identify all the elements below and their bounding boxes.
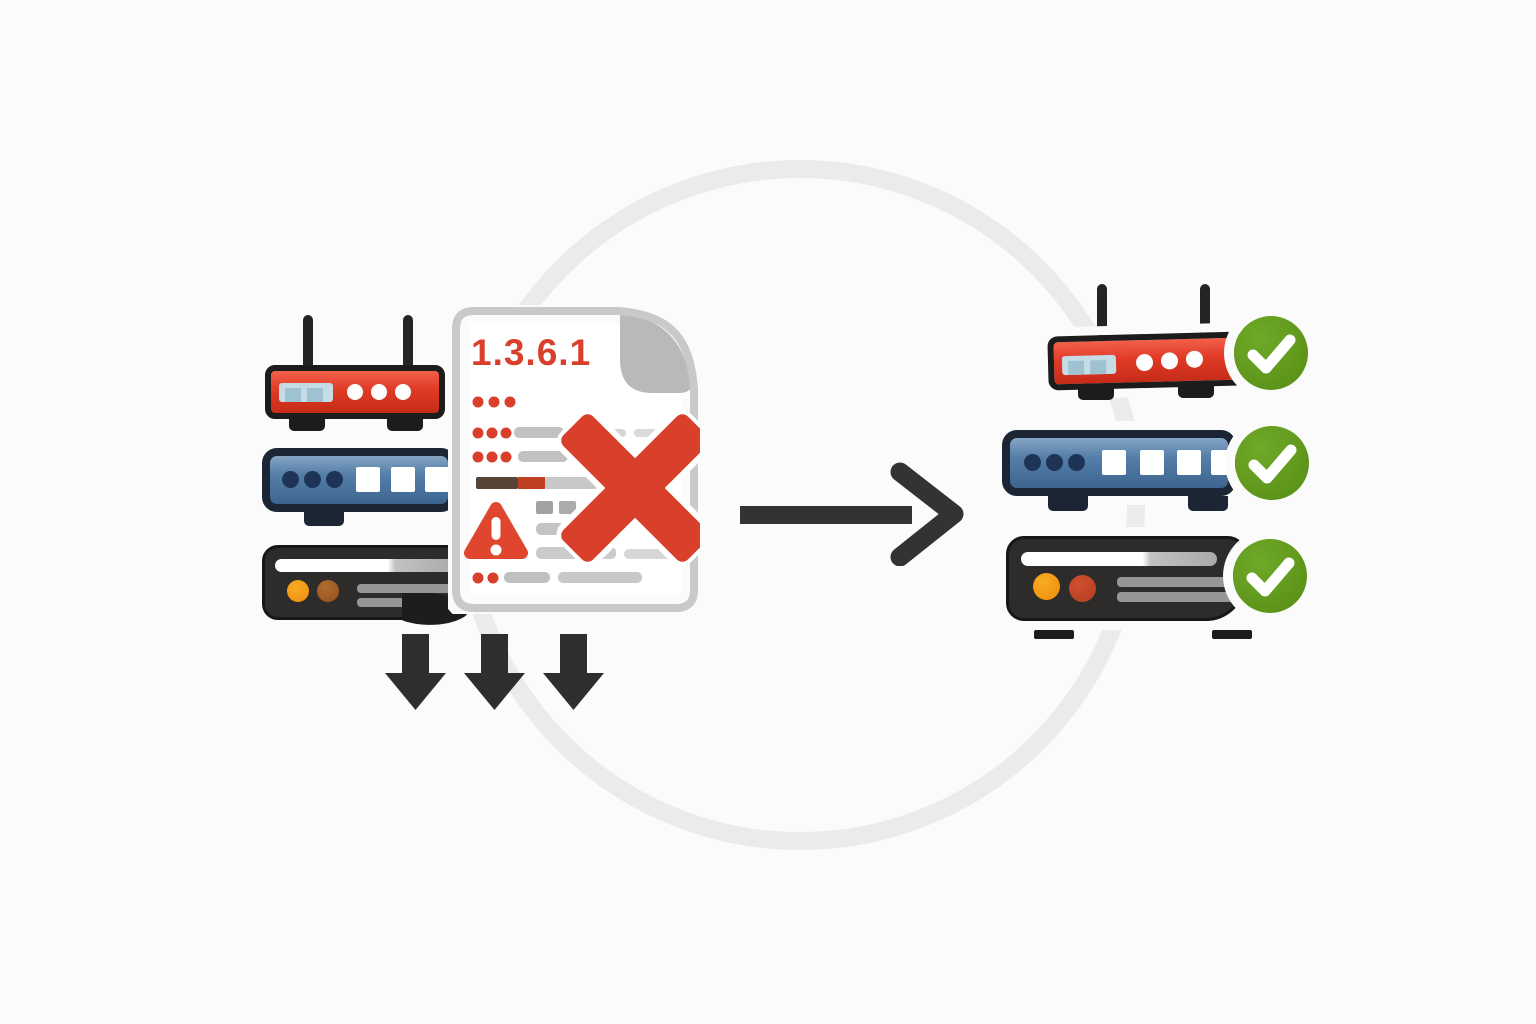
antenna-icon bbox=[403, 315, 413, 369]
port-icon bbox=[356, 467, 380, 492]
arrow-down-icon bbox=[464, 634, 525, 710]
progress-bar bbox=[476, 477, 607, 489]
led-icon bbox=[347, 384, 363, 400]
router-body bbox=[1047, 331, 1245, 391]
device-foot bbox=[1188, 496, 1228, 511]
page-fold bbox=[620, 313, 692, 393]
device-foot bbox=[387, 418, 423, 431]
antenna-icon bbox=[1200, 284, 1210, 338]
port-icon bbox=[391, 467, 415, 492]
server-line bbox=[1117, 592, 1237, 602]
device-foot bbox=[304, 510, 344, 526]
status-led-orange bbox=[1033, 573, 1060, 600]
led-icon bbox=[1185, 350, 1204, 368]
device-foot bbox=[1048, 496, 1088, 511]
wifi-router-red-left bbox=[265, 315, 447, 431]
device-foot bbox=[1034, 630, 1074, 639]
led-icon bbox=[1046, 454, 1063, 471]
check-circle-icon bbox=[1233, 539, 1307, 613]
led-icon bbox=[282, 471, 299, 488]
warning-triangle-icon bbox=[464, 502, 528, 559]
server-line bbox=[357, 584, 455, 593]
network-switch-blue-right bbox=[1002, 430, 1236, 514]
led-icon bbox=[1160, 352, 1179, 370]
server-slot bbox=[1021, 552, 1217, 566]
download-arrows bbox=[385, 634, 605, 712]
document-icon bbox=[448, 305, 700, 614]
led-icon bbox=[371, 384, 387, 400]
led-icon bbox=[326, 471, 343, 488]
router-display bbox=[279, 383, 333, 402]
server-slot bbox=[275, 559, 457, 572]
antenna-icon bbox=[303, 315, 313, 369]
router-body bbox=[265, 365, 445, 419]
server-body bbox=[1006, 536, 1246, 621]
arrow-right-icon bbox=[740, 462, 964, 566]
port-icon bbox=[425, 467, 449, 492]
led-icon bbox=[1068, 454, 1085, 471]
port-icon bbox=[1140, 450, 1164, 475]
led-icon bbox=[1024, 454, 1041, 471]
switch-body bbox=[1002, 430, 1236, 496]
device-foot bbox=[1212, 630, 1252, 639]
arrow-down-icon bbox=[385, 634, 446, 710]
device-foot bbox=[1078, 387, 1114, 400]
status-led-orange bbox=[287, 580, 309, 602]
status-led-red bbox=[1069, 575, 1096, 602]
port-icon bbox=[1177, 450, 1201, 475]
switch-body bbox=[262, 448, 456, 512]
server-black-right bbox=[1006, 536, 1252, 640]
led-icon bbox=[304, 471, 321, 488]
led-icon bbox=[395, 384, 411, 400]
doc-row bbox=[472, 572, 642, 584]
led-icon bbox=[1135, 353, 1154, 372]
red-x-icon bbox=[556, 409, 700, 567]
port-icon bbox=[1102, 450, 1126, 475]
oid-dots bbox=[472, 396, 516, 408]
status-led-brown bbox=[317, 580, 339, 602]
network-switch-blue-left bbox=[262, 448, 456, 528]
wifi-router-red-right bbox=[1047, 284, 1248, 402]
device-foot bbox=[289, 418, 325, 431]
port-icon bbox=[1211, 450, 1228, 475]
oid-text: 1.3.6.1 bbox=[471, 332, 592, 373]
antenna-icon bbox=[1097, 284, 1107, 338]
oid-document: 1.3.6.1 bbox=[448, 305, 700, 614]
device-foot bbox=[1178, 385, 1214, 398]
check-circle-icon bbox=[1234, 316, 1308, 390]
check-circle-icon bbox=[1235, 426, 1309, 500]
arrow-down-icon bbox=[543, 634, 604, 710]
server-line bbox=[1117, 577, 1237, 587]
router-display bbox=[1061, 354, 1117, 376]
